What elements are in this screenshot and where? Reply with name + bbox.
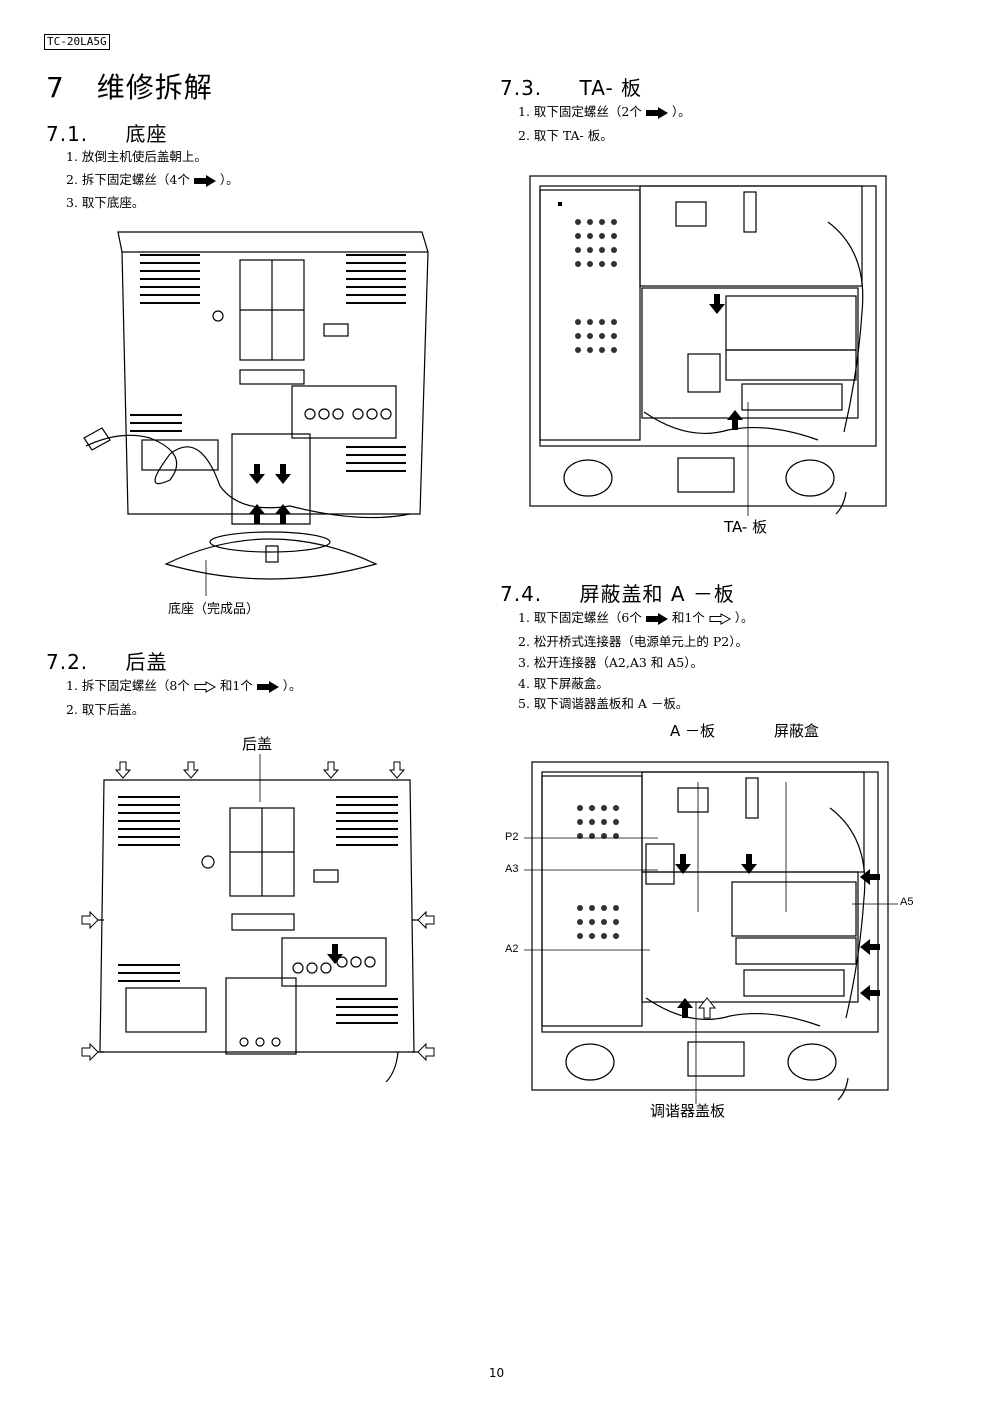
section-title: 后盖 bbox=[125, 650, 168, 674]
ta-board-figure bbox=[529, 175, 887, 516]
stand-removal-figure bbox=[83, 231, 429, 596]
model-number: TC-20LA5G bbox=[44, 34, 110, 50]
step-1: 1. 取下固定螺丝（6个 和1个 ）。 bbox=[518, 610, 754, 626]
callout-a2: A2 bbox=[505, 943, 519, 955]
step-2: 2. 取下后盖。 bbox=[66, 702, 145, 717]
step-text: ）。 bbox=[219, 172, 239, 187]
page-number: 10 bbox=[488, 1366, 505, 1380]
section-7-1-heading: 7.1. 底座 bbox=[46, 118, 168, 147]
callout-a3: A3 bbox=[505, 863, 519, 875]
step-2: 2. 拆下固定螺丝（4个 ）。 bbox=[66, 172, 239, 188]
stand-label: 底座（完成品） bbox=[168, 602, 260, 617]
chapter-title: 7 维修拆解 bbox=[46, 66, 213, 106]
chapter-number: 7 bbox=[46, 71, 65, 104]
section-title: 屏蔽盖和 A －板 bbox=[579, 582, 735, 606]
callout-p2: P2 bbox=[505, 831, 519, 843]
shield-a-board-figure bbox=[524, 761, 898, 1104]
rear-cover-figure bbox=[81, 754, 435, 1082]
shield-box-label: 屏蔽盒 bbox=[774, 722, 820, 740]
step-text: ）。 bbox=[282, 678, 302, 693]
step-1: 1. 取下固定螺丝（2个 ）。 bbox=[518, 104, 691, 120]
section-title: 底座 bbox=[125, 122, 168, 146]
callout-a5: A5 bbox=[900, 896, 914, 908]
rear-cover-label: 后盖 bbox=[242, 735, 273, 753]
step-text: ）。 bbox=[734, 610, 754, 625]
section-7-3-heading: 7.3. TA- 板 bbox=[500, 72, 642, 101]
section-number: 7.4. bbox=[500, 582, 543, 606]
section-number: 7.2. bbox=[46, 650, 89, 674]
step-text: 1. 取下固定螺丝（6个 bbox=[518, 610, 642, 625]
step-1: 1. 拆下固定螺丝（8个 和1个 ）。 bbox=[66, 678, 302, 694]
step-text: 1. 拆下固定螺丝（8个 bbox=[66, 678, 190, 693]
step-5: 5. 取下调谐器盖板和 A －板。 bbox=[518, 696, 689, 711]
section-7-4-heading: 7.4. 屏蔽盖和 A －板 bbox=[500, 578, 735, 607]
solid-right-arrow-icon bbox=[645, 612, 668, 625]
solid-right-arrow-icon bbox=[193, 174, 216, 187]
step-text: 1. 取下固定螺丝（2个 bbox=[518, 104, 642, 119]
section-number: 7.3. bbox=[500, 76, 543, 100]
solid-right-arrow-icon bbox=[645, 106, 668, 119]
step-text: 和1个 bbox=[671, 610, 705, 625]
step-text: 和1个 bbox=[219, 678, 253, 693]
step-3: 3. 松开连接器（A2,A3 和 A5）。 bbox=[518, 655, 704, 670]
tuner-cover-label: 调谐器盖板 bbox=[650, 1102, 726, 1120]
step-text: ）。 bbox=[671, 104, 691, 119]
step-4: 4. 取下屏蔽盒。 bbox=[518, 676, 609, 691]
step-2: 2. 取下 TA- 板。 bbox=[518, 128, 613, 143]
step-text: 2. 拆下固定螺丝（4个 bbox=[66, 172, 190, 187]
solid-right-arrow-icon bbox=[256, 680, 279, 693]
step-3: 3. 取下底座。 bbox=[66, 195, 145, 210]
a-board-label: A －板 bbox=[670, 722, 716, 740]
ta-board-label: TA- 板 bbox=[724, 518, 768, 536]
chapter-title-text: 维修拆解 bbox=[96, 71, 213, 104]
section-7-2-heading: 7.2. 后盖 bbox=[46, 646, 168, 675]
section-number: 7.1. bbox=[46, 122, 89, 146]
section-title: TA- 板 bbox=[579, 76, 643, 100]
step-2: 2. 松开桥式连接器（电源单元上的 P2）。 bbox=[518, 634, 748, 649]
step-1: 1. 放倒主机使后盖朝上。 bbox=[66, 149, 207, 164]
hollow-right-arrow-icon bbox=[194, 680, 216, 693]
hollow-right-arrow-icon bbox=[709, 612, 731, 625]
